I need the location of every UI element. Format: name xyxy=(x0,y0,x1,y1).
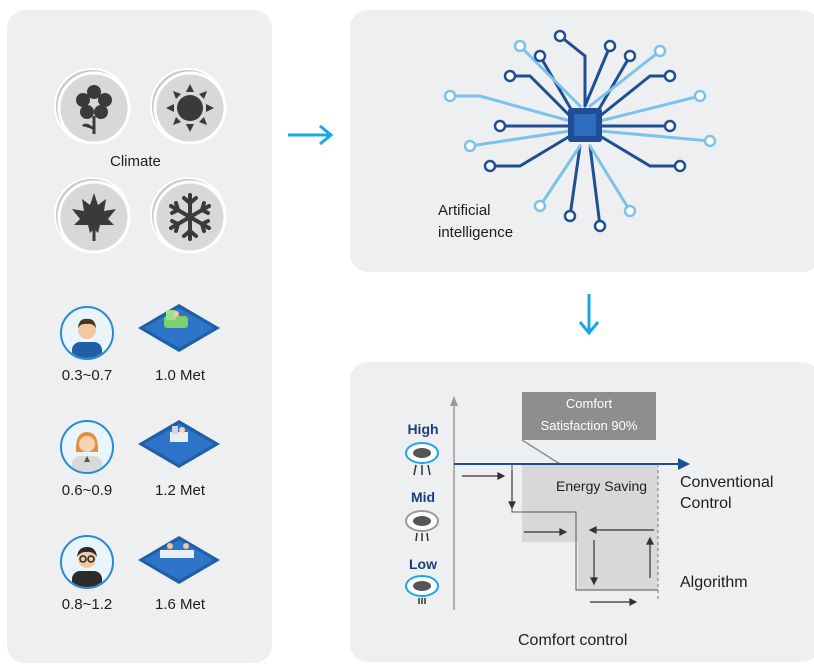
flower-icon xyxy=(54,68,131,145)
man-avatar xyxy=(60,306,114,360)
snowflake-icon xyxy=(150,177,227,254)
right-arrow-icon xyxy=(288,124,334,146)
comfort-label-line2: Satisfaction 90% xyxy=(540,418,638,433)
ai-label-line2: intelligence xyxy=(438,224,514,241)
fan-high-icon xyxy=(405,442,439,476)
comfort-control-title: Comfort control xyxy=(518,632,628,649)
fan-mid-icon xyxy=(405,510,439,542)
leaf-icon xyxy=(54,177,131,254)
energy-saving-label: Energy Saving xyxy=(556,478,648,494)
conventional-label-line1: Conventional xyxy=(680,474,774,491)
comfort-control-diagram xyxy=(450,392,690,610)
level-high-label: High xyxy=(407,421,439,437)
row-3-range: 0.8~1.2 xyxy=(61,596,113,613)
algorithm-label: Algorithm xyxy=(680,574,748,591)
row-2-met: 1.2 Met xyxy=(154,482,206,499)
room-1-2-met-icon xyxy=(136,416,222,481)
inputs-panel xyxy=(7,10,272,663)
fan-low-icon xyxy=(405,575,439,604)
circuit-brain-icon xyxy=(443,29,717,233)
room-1-0-met-icon xyxy=(136,300,222,365)
row-2-range: 0.6~0.9 xyxy=(61,482,113,499)
down-arrow-icon xyxy=(578,294,600,336)
ai-label-line1: Artificial xyxy=(438,202,491,219)
row-3-met: 1.6 Met xyxy=(154,596,206,613)
sun-icon xyxy=(150,68,227,145)
level-mid-label: Mid xyxy=(410,489,436,505)
woman-avatar xyxy=(60,420,114,474)
conventional-label-line2: Control xyxy=(680,495,732,512)
row-1-range: 0.3~0.7 xyxy=(61,367,113,384)
row-1-met: 1.0 Met xyxy=(154,367,206,384)
climate-label: Climate xyxy=(110,153,161,170)
glasses-man-avatar xyxy=(60,535,114,589)
comfort-label-line1: Comfort xyxy=(565,396,613,411)
level-low-label: Low xyxy=(409,556,437,572)
room-1-6-met-icon xyxy=(136,532,222,597)
